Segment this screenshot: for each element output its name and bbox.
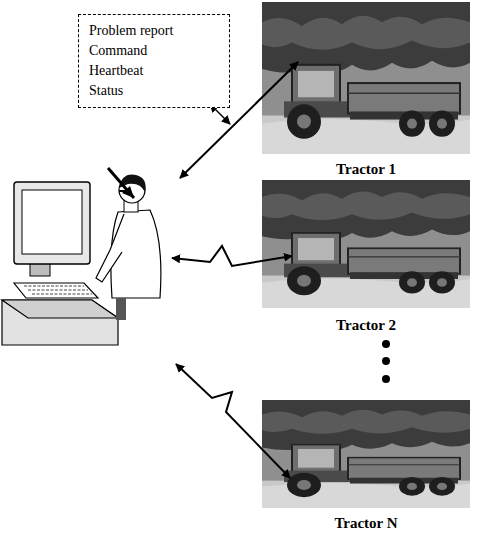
operator-computer [14,182,90,264]
tractor-caption: Tractor 2 [336,316,396,334]
message-type: Command [89,41,219,61]
message-type: Status [89,81,219,101]
tractor-figure: Tractor 2 [258,178,474,334]
operator-computer [2,300,118,345]
tractor-caption: Tractor 1 [336,160,396,178]
ellipsis-dots [382,340,390,383]
operator-computer [116,298,126,320]
operator-computer [14,283,98,298]
wireless-link [176,364,290,478]
tractor-figure: Tractor 1 [258,0,474,178]
message-list-box: Problem reportCommandHeartbeatStatus [78,14,230,108]
operator-computer [24,286,92,294]
ellipsis-dots [382,375,390,383]
operator-computer [96,214,124,282]
message-type: Heartbeat [89,61,219,81]
tractor-figure: Tractor N [258,398,474,532]
tractor-photo [262,2,470,508]
tractor-caption: Tractor N [334,514,397,532]
operator-computer [108,168,134,198]
ellipsis-dots [382,340,390,348]
operator-computer [22,190,82,254]
operator-computer [2,168,161,345]
tractor-photo [262,180,470,308]
ellipsis-dots [382,357,390,365]
operator-computer [122,186,134,198]
message-type: Problem report [89,21,219,41]
tractor-photo [262,400,470,508]
operator-computer [2,300,118,318]
wireless-link [172,246,292,266]
tractor-photo [262,2,470,154]
wireless-link [172,62,298,478]
